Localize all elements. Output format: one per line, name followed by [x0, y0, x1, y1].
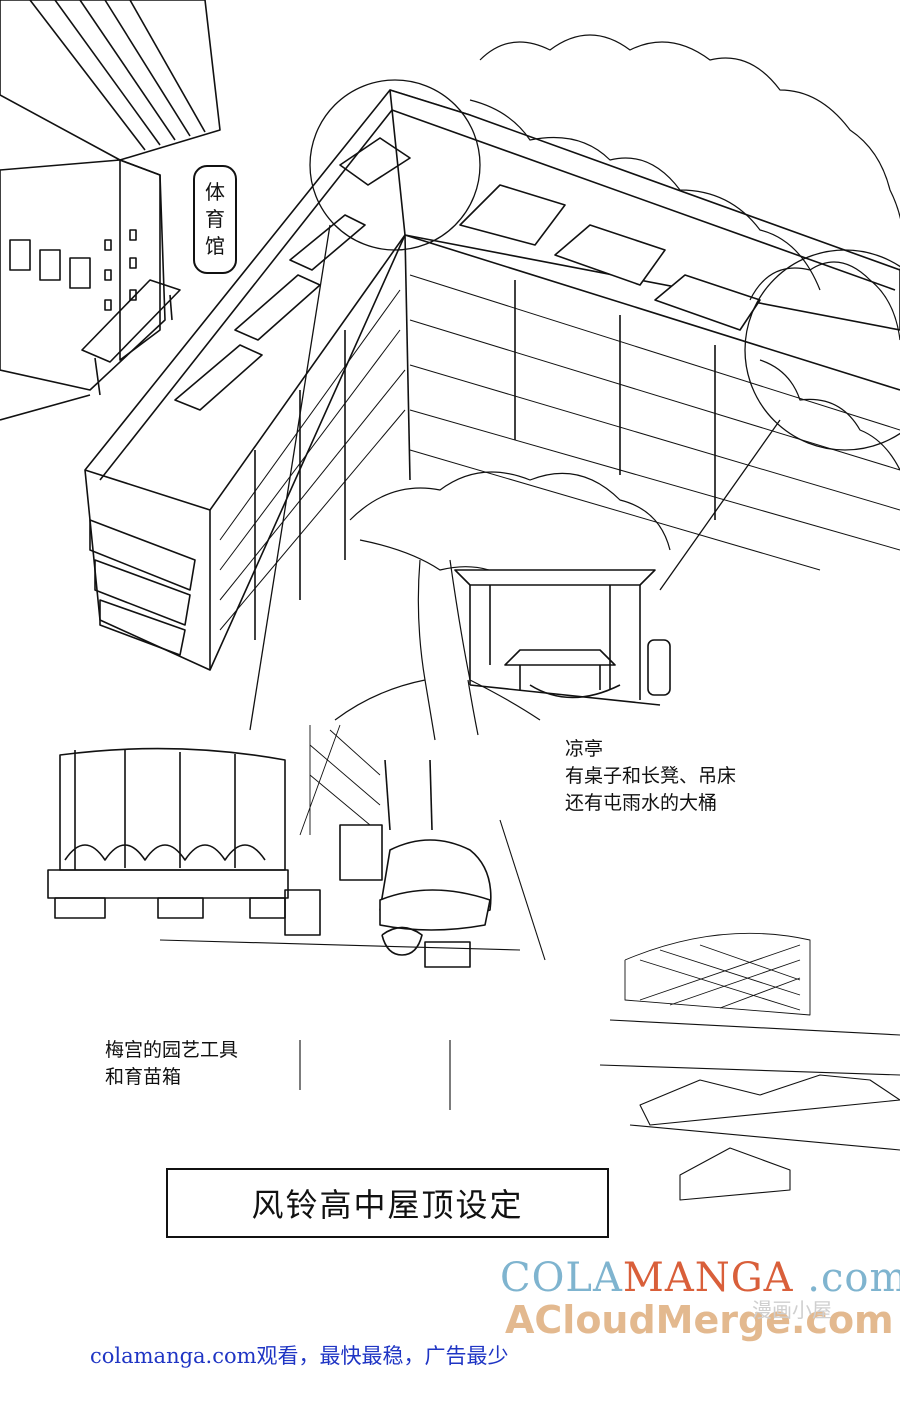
pavilion-drawing: [454, 569, 671, 706]
watermark-logo: COLAMANGA .com: [500, 1255, 900, 1301]
gym-label-char-3: 馆: [205, 234, 225, 258]
pavilion-note-line-1: 凉亭: [565, 738, 604, 760]
gym-label-char-2: 育: [205, 207, 225, 231]
watermark-line-2: ACloudMerge.com: [505, 1298, 894, 1342]
pavilion-note-line-2: 有桌子和长凳、吊床: [565, 765, 737, 787]
pavilion-note: 凉亭 有桌子和长凳、吊床 还有屯雨水的大桶: [565, 736, 736, 817]
gymnasium-label: 体 育 馆: [193, 165, 237, 274]
seedling-box-drawing: [47, 747, 289, 919]
gym-label-char-1: 体: [205, 180, 225, 204]
watermark-logo-part-2: MANGA: [622, 1255, 794, 1301]
garden-tools-drawing: [284, 759, 492, 968]
school-building-drawing: [84, 89, 900, 671]
watermark-faint: 漫画小屋: [752, 1298, 832, 1322]
footer-text: colamanga.com观看，最快最稳，广告最少: [90, 1344, 509, 1368]
fence-drawing: [299, 724, 811, 1016]
gymnasium-drawing: [0, 0, 221, 421]
garden-note-line-2: 和育苗箱: [105, 1066, 182, 1088]
rooftop-floor-drawing: [159, 819, 900, 1201]
garden-note: 梅宫的园艺工具 和育苗箱: [105, 1037, 238, 1091]
page-title: 风铃高中屋顶设定: [251, 1186, 524, 1224]
watermark-logo-part-1: COLA: [500, 1255, 623, 1301]
callout-circles: [249, 79, 900, 731]
garden-note-line-1: 梅宫的园艺工具: [105, 1039, 239, 1061]
title-box: 风铃高中屋顶设定: [166, 1168, 609, 1238]
watermark-logo-part-3: .com: [793, 1255, 900, 1301]
pavilion-note-line-3: 还有屯雨水的大桶: [565, 792, 718, 814]
